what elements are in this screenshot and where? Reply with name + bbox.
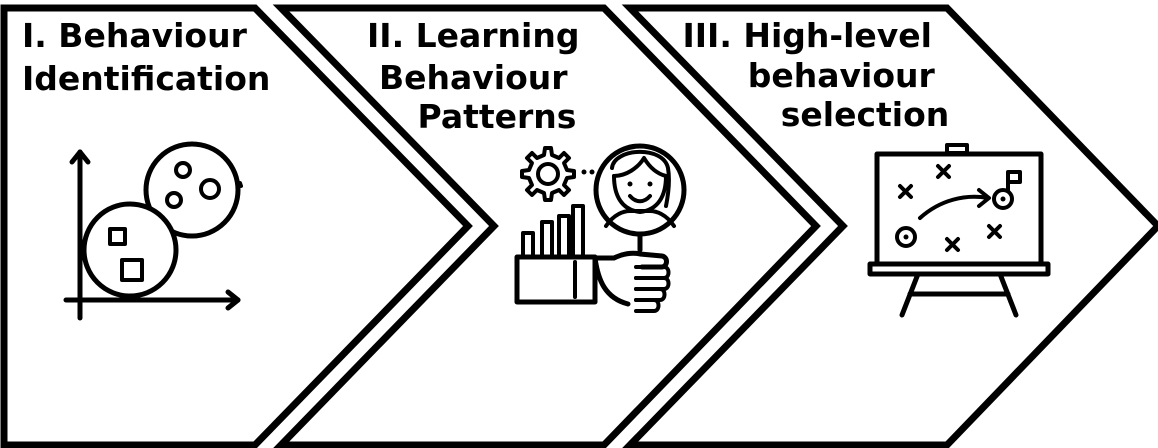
stage-1-title-line-1: I. Behaviour (22, 16, 248, 55)
stage-3-title-line-3: selection (781, 95, 950, 134)
stage-2-title-line-3: Patterns (418, 97, 577, 136)
strategy-board-icon (867, 143, 1051, 318)
analyst-search-icon (514, 143, 687, 313)
stage-2-title-line-1: II. Learning (367, 16, 579, 55)
stage-1-title-line-2: Identification (22, 59, 270, 98)
stage-3-title-line-2: behaviour (748, 56, 936, 95)
stage-2-title-line-2: Behaviour (379, 58, 568, 97)
stage-3-title: III. High-level behaviour selection (683, 16, 950, 134)
stage-3-chevron (621, 4, 1158, 448)
stage-3-title-line-1: III. High-level (683, 16, 933, 55)
gear-icon (520, 146, 576, 202)
stage-1-title: I. Behaviour Identification (22, 16, 270, 98)
stage-3: III. High-level behaviour selection (621, 4, 1158, 448)
stage-1: I. Behaviour Identification (0, 4, 473, 448)
stage-2-title: II. Learning Behaviour Patterns (367, 16, 591, 136)
stage-2: II. Learning Behaviour Patterns (272, 4, 821, 448)
stage-2-chevron (272, 4, 821, 448)
cluster-scatter-chart-icon (63, 141, 243, 321)
stage-1-chevron (0, 4, 473, 448)
